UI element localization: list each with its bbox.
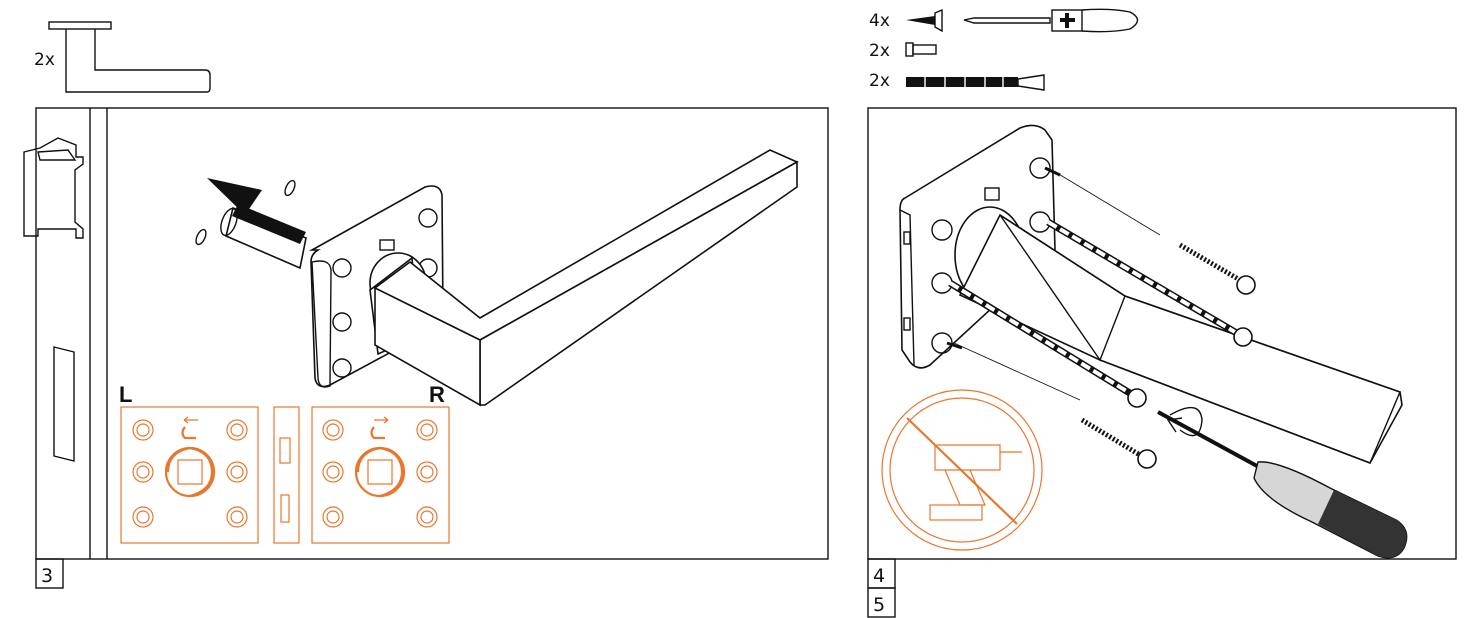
fixing-bolts bbox=[946, 166, 1256, 469]
screw-icon bbox=[906, 8, 943, 33]
spring-cassette-left bbox=[120, 406, 259, 544]
step-4-5-panel bbox=[867, 107, 1457, 560]
lever-handle-icon bbox=[48, 21, 211, 93]
step-3-panel bbox=[35, 107, 829, 560]
sleeve-quantity: 2x bbox=[869, 41, 890, 61]
screw-quantity: 4x bbox=[869, 11, 890, 31]
no-drill-icon bbox=[881, 389, 1043, 551]
right-hand-label: R bbox=[429, 382, 445, 407]
left-hand-label: L bbox=[119, 382, 132, 407]
strike-slot bbox=[53, 346, 75, 462]
step-number-5: 5 bbox=[873, 594, 885, 616]
screwdriver-in-use-icon bbox=[1157, 407, 1408, 559]
latch-bracket bbox=[23, 137, 84, 239]
rose-plate-back bbox=[899, 124, 1403, 464]
step-number-3: 3 bbox=[41, 565, 53, 587]
spring-cassette-right bbox=[311, 406, 450, 544]
handle-with-rose bbox=[195, 149, 799, 407]
screwdriver-icon bbox=[963, 8, 1139, 33]
insert-arrow-icon bbox=[207, 178, 262, 215]
bolt-quantity: 2x bbox=[869, 71, 890, 91]
handle-quantity: 2x bbox=[34, 50, 55, 70]
step-number-4: 4 bbox=[873, 565, 885, 587]
bolt-icon bbox=[906, 74, 1045, 91]
sleeve-icon bbox=[905, 42, 937, 57]
mortise-lock-icon bbox=[273, 406, 300, 544]
